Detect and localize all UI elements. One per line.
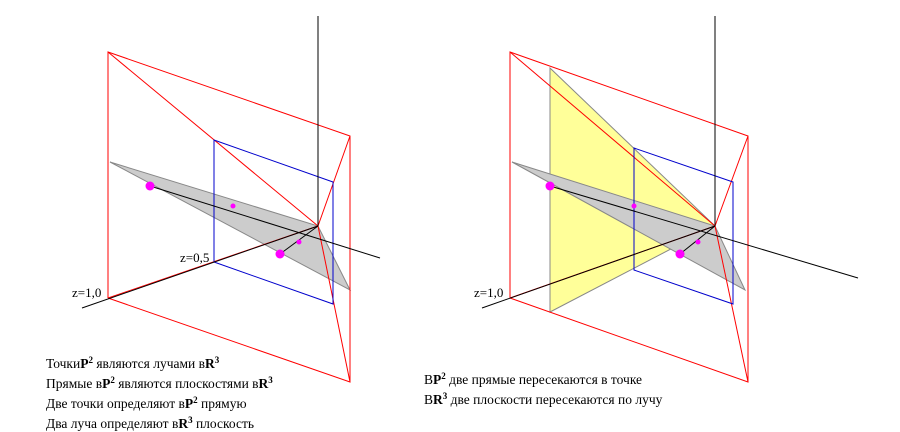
left-caption-line-4: Два луча определяют вR3 плоскость	[46, 412, 273, 432]
caption-text: В	[424, 392, 434, 407]
right-point-large-1	[545, 181, 555, 191]
caption-text: две плоскости пересекаются по лучу	[447, 392, 663, 407]
left-caption-line-3: Две точки определяют вP2 прямую	[46, 392, 273, 412]
caption-sup: 3	[268, 375, 273, 385]
caption-sup: 2	[193, 395, 198, 405]
caption-bold: P	[433, 372, 442, 387]
right-point-large-2	[675, 249, 685, 259]
right-inner-frame-z05	[633, 147, 734, 305]
caption-bold: R	[178, 416, 189, 431]
left-ray-line	[149, 185, 381, 259]
caption-sup: 3	[188, 415, 193, 425]
caption-text: Точки	[46, 356, 81, 371]
left-caption-line-1: ТочкиP2 являются лучами вR3	[46, 352, 273, 372]
caption-sup: 2	[88, 355, 93, 365]
right-caption-line-2: ВR3 две плоскости пересекаются по лучу	[424, 388, 662, 408]
left-point-large-1	[145, 181, 155, 191]
right-z10-label: z=1,0	[474, 285, 503, 300]
caption-text: являются лучами в	[92, 356, 206, 371]
right-caption: ВP2 две прямые пересекаются в точке ВR3 …	[424, 368, 662, 408]
left-axes	[81, 16, 381, 309]
caption-bold: P	[184, 396, 194, 411]
left-z05-label: z=0,5	[180, 250, 209, 265]
caption-sup: 2	[441, 371, 446, 381]
caption-text: В	[424, 372, 434, 387]
left-point-small-2	[296, 239, 302, 245]
caption-bold: R	[205, 356, 215, 371]
left-panel: z=1,0 z=0,5	[72, 16, 381, 383]
caption-bold: P	[102, 376, 111, 391]
caption-text: Два луча определяют в	[46, 416, 179, 431]
right-point-small-2	[695, 239, 701, 245]
left-caption-line-2: Прямые вP2 являются плоскостями вR3	[46, 372, 273, 392]
right-z-axis	[481, 225, 716, 309]
right-gray-plane	[511, 161, 747, 292]
caption-bold: R	[433, 392, 443, 407]
caption-bold: R	[258, 376, 269, 391]
right-axes	[481, 16, 859, 309]
caption-text: Прямые в	[46, 376, 103, 391]
left-gray-plane	[109, 161, 352, 292]
caption-sup: 3	[214, 355, 220, 365]
caption-text: прямую	[197, 396, 247, 411]
caption-sup: 2	[110, 375, 115, 385]
left-inner-frame-z05	[213, 139, 334, 305]
left-z10-label: z=1,0	[72, 285, 101, 300]
caption-bold: P	[80, 356, 89, 371]
caption-text: плоскость	[192, 416, 255, 431]
right-point-small-1	[631, 203, 637, 209]
right-panel: z=1,0	[474, 16, 859, 383]
left-point-small-1	[230, 203, 236, 209]
caption-text: две прямые пересекаются в точке	[445, 372, 643, 387]
left-caption: ТочкиP2 являются лучами вR3 Прямые вP2 я…	[46, 352, 273, 432]
left-z-axis	[81, 225, 319, 309]
right-caption-line-1: ВP2 две прямые пересекаются в точке	[424, 368, 662, 388]
caption-text: Две точки определяют в	[46, 396, 185, 411]
caption-sup: 3	[442, 391, 448, 401]
right-ray-line	[549, 185, 859, 279]
left-point-large-2	[275, 249, 285, 259]
caption-text: являются плоскостями в	[114, 376, 259, 391]
